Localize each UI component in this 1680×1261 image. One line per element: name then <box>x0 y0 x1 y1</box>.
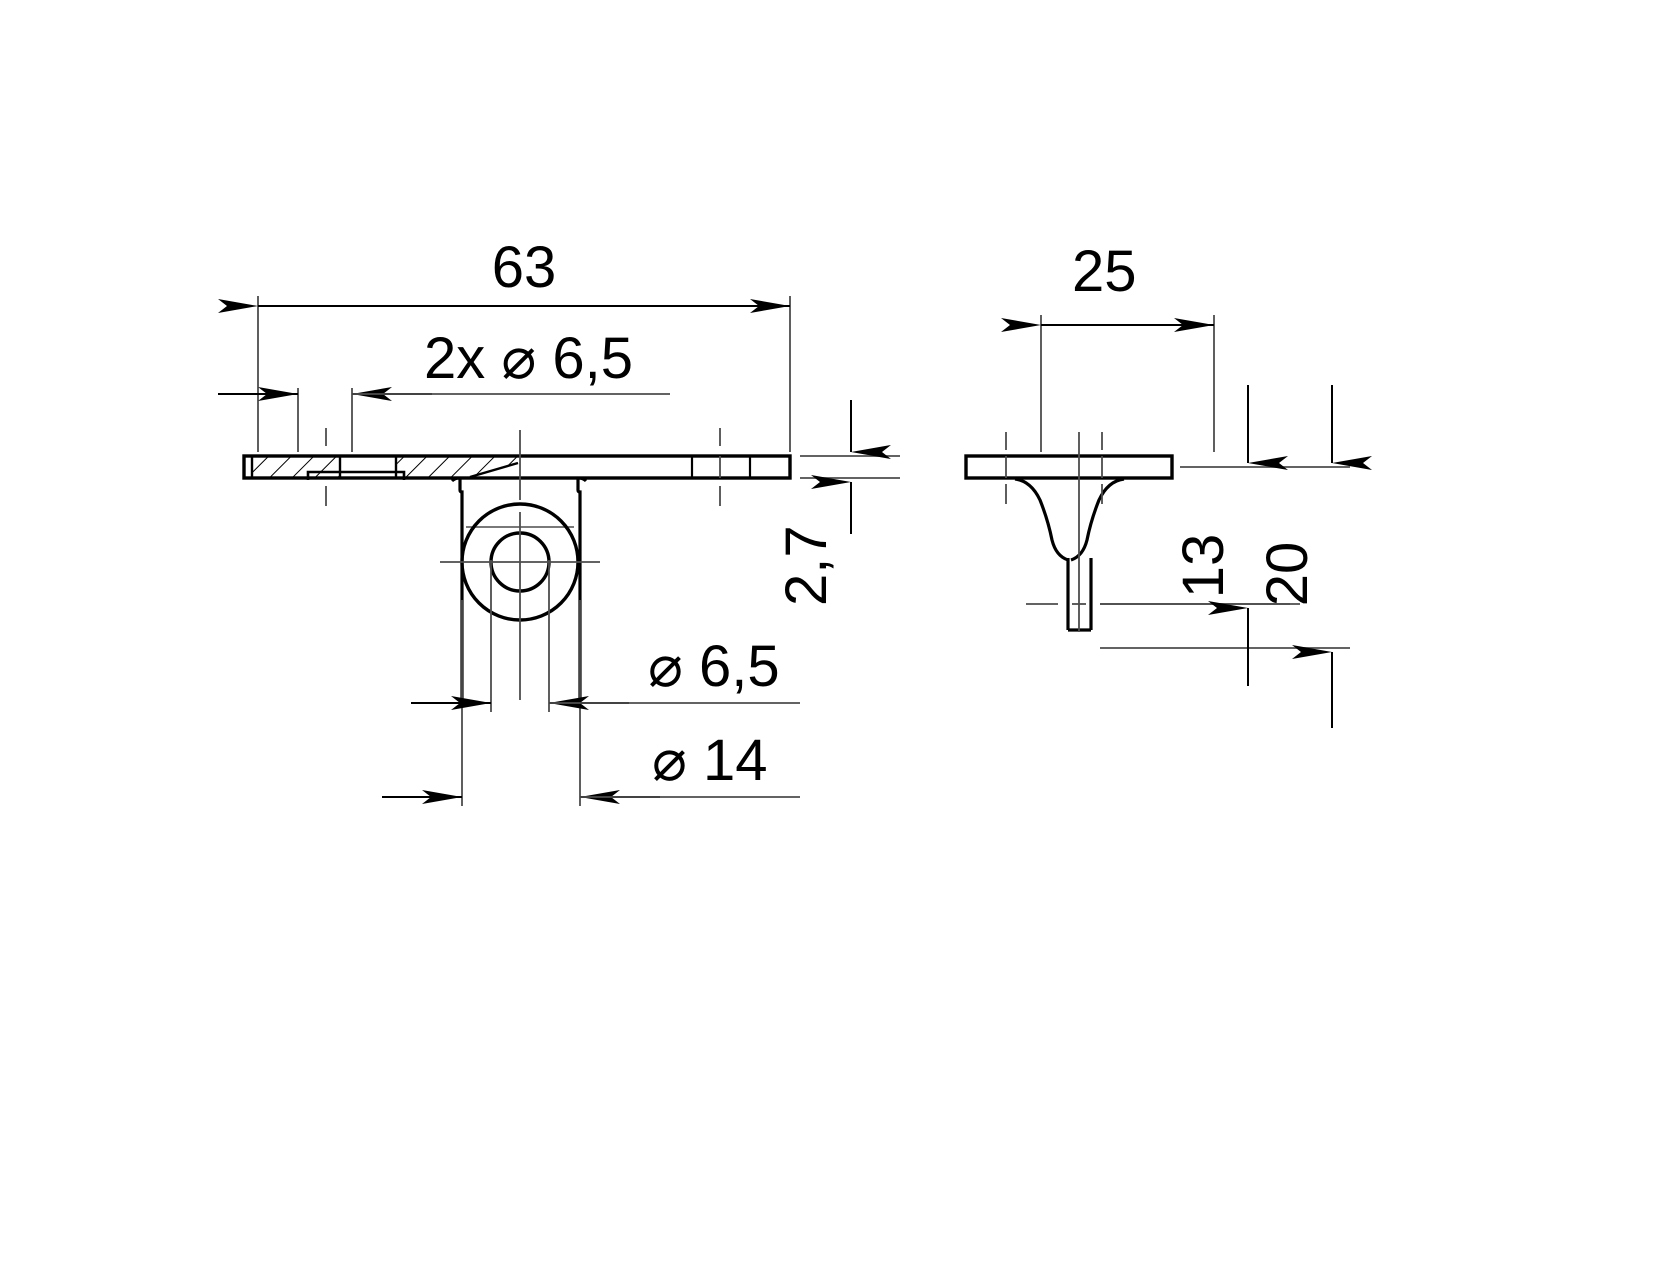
front-view-boss <box>450 476 588 700</box>
dimension-2x-d65: 2x ⌀ 6,5 <box>218 326 670 401</box>
plate-section-cut <box>250 457 519 480</box>
dimension-2-7-text: 2,7 <box>774 525 839 606</box>
web-left-edge <box>458 478 464 700</box>
front-view-centre-lines <box>325 428 721 700</box>
dimension-2x-d65-text: 2x ⌀ 6,5 <box>424 326 633 391</box>
section-break-chamfer <box>469 461 519 479</box>
dimension-63-text: 63 <box>492 235 557 300</box>
dimension-63: 63 <box>218 235 790 313</box>
web-fillet-right <box>577 476 588 483</box>
dimension-d65-text: ⌀ 6,5 <box>648 634 780 699</box>
web-right-edge <box>576 478 582 700</box>
rib-fillet-right <box>1070 477 1125 562</box>
dimension-25-text: 25 <box>1072 239 1137 304</box>
section-hatch-a <box>252 457 340 477</box>
section-hatch-b <box>396 457 518 477</box>
side-view: 25 13 20 <box>964 239 1372 728</box>
dimension-20-text: 20 <box>1255 542 1320 607</box>
dimension-d14-text: ⌀ 14 <box>652 728 768 793</box>
dimension-13: 13 <box>1171 385 1288 686</box>
rib-fillet-left <box>1014 477 1069 562</box>
dimension-25: 25 <box>1001 239 1214 332</box>
web-fillet-left <box>450 476 461 483</box>
dimension-2-7: 2,7 <box>774 400 891 606</box>
dimension-d65-bore: ⌀ 6,5 <box>411 634 800 710</box>
dimension-d14-boss: ⌀ 14 <box>382 728 800 804</box>
front-view: 63 2x ⌀ 6,5 2,7 ⌀ 6,5 <box>218 235 900 806</box>
plate-right-hole-marks <box>690 456 752 478</box>
side-view-rib <box>1014 477 1125 632</box>
side-plate-body <box>964 454 1174 480</box>
dimension-13-text: 13 <box>1171 534 1236 599</box>
dimension-20: 20 <box>1255 385 1372 728</box>
counterbore-ledge <box>306 470 406 480</box>
